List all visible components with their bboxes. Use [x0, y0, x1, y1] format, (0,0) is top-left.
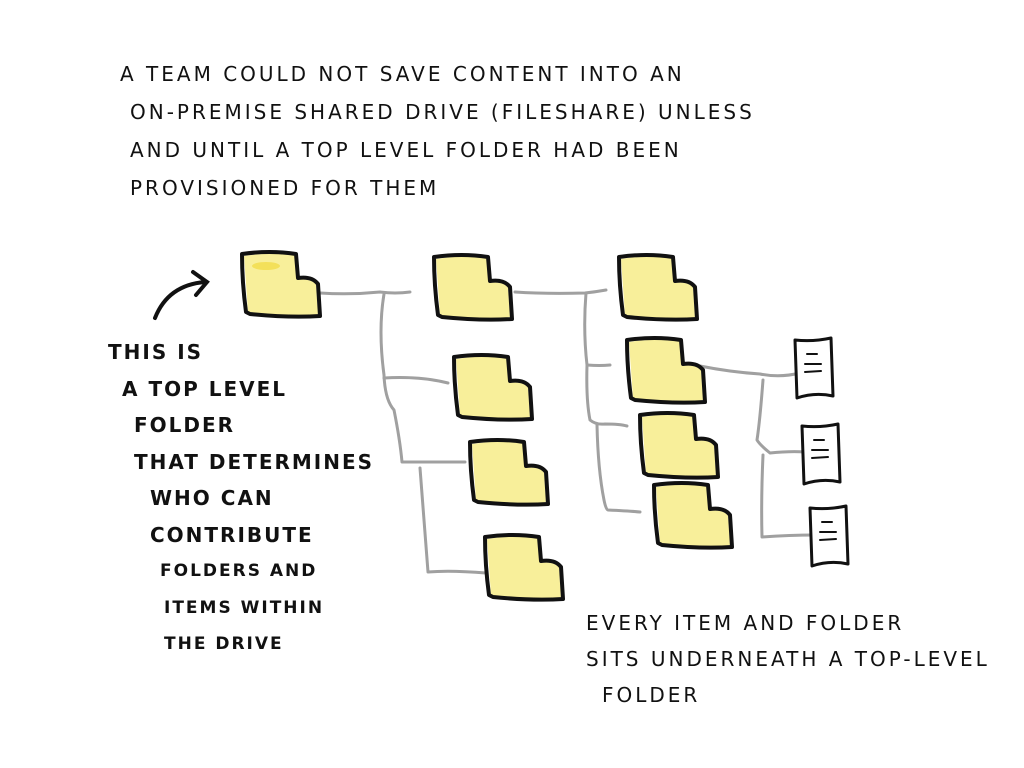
- hierarchy-note: Every item and folder sits underneath a …: [586, 605, 990, 713]
- note-line: folder: [602, 683, 701, 707]
- note-line: folders and: [160, 561, 318, 581]
- folder-icon: [652, 481, 734, 550]
- headline-line: on-premise shared drive (fileshare) unle…: [130, 100, 755, 124]
- note-line: Every item and folder: [586, 611, 905, 635]
- connectors: [318, 288, 817, 575]
- folder-icon: [468, 438, 550, 507]
- folder-icon: [452, 353, 534, 422]
- connector-line: [318, 290, 412, 296]
- headline-line: and until a top level folder had been: [130, 138, 682, 162]
- document-icon: [800, 422, 842, 486]
- note-line: sits underneath a top-level: [586, 647, 990, 671]
- document-icon: [793, 336, 835, 400]
- note-line: folder: [134, 413, 236, 437]
- connector-line: [513, 288, 608, 295]
- connector-line: [698, 364, 802, 378]
- document-icon: [808, 504, 850, 568]
- folder-icon: [432, 253, 514, 322]
- connector-line: [755, 378, 807, 455]
- connector-line: [760, 453, 817, 539]
- connector-line: [583, 291, 629, 428]
- note-line: the drive: [164, 634, 284, 654]
- folder-icon: [638, 411, 720, 480]
- headline: A team could not save content into an on…: [120, 55, 880, 207]
- note-line: who can: [150, 486, 274, 510]
- connector-line: [595, 423, 642, 514]
- headline-line: A team could not save content into an: [120, 62, 685, 86]
- note-line: contribute: [150, 522, 314, 547]
- note-line: a top level: [122, 376, 287, 401]
- connector-line: [585, 363, 612, 367]
- headline-line: provisioned for them: [130, 176, 440, 200]
- folder-icon: [625, 336, 707, 405]
- connector-line: [379, 292, 467, 464]
- connector-line: [382, 376, 450, 385]
- folder-icon: [617, 253, 699, 322]
- arrow-icon: [153, 270, 210, 320]
- note-line: that determines: [134, 449, 375, 474]
- note-line: This is: [108, 340, 204, 364]
- connector-line: [418, 466, 488, 575]
- top-level-folder-icon: [240, 250, 322, 319]
- top-level-folder-note: This is a top level folder that determin…: [108, 334, 374, 663]
- folder-icon: [483, 533, 565, 602]
- note-line: items within: [164, 597, 325, 618]
